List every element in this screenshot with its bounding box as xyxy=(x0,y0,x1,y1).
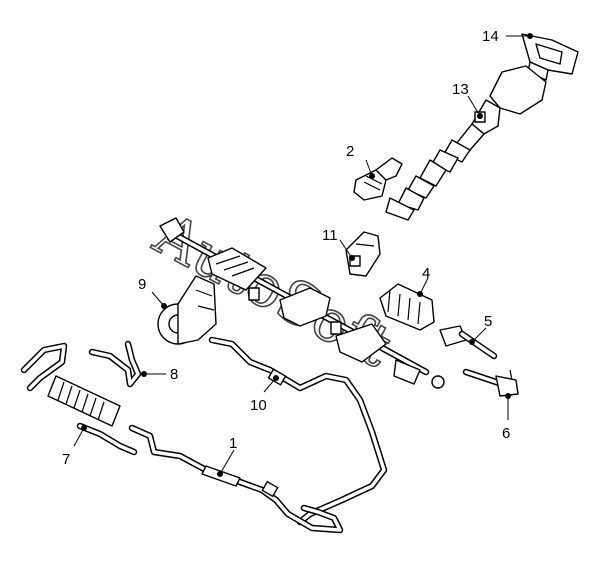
callout-5-label: 5 xyxy=(484,313,492,330)
callout-10: 10 xyxy=(250,375,279,414)
callout-5: 5 xyxy=(469,313,492,345)
part-7-fluid-cooler xyxy=(20,342,138,456)
callout-14: 14 xyxy=(482,28,533,45)
part-11-valve-housing xyxy=(345,231,381,277)
callout-6: 6 xyxy=(502,393,511,442)
callout-11: 11 xyxy=(322,227,355,261)
callout-10-label: 10 xyxy=(250,397,267,414)
callout-2: 2 xyxy=(346,143,375,179)
callout-4-label: 4 xyxy=(422,265,430,282)
callout-9-label: 9 xyxy=(138,276,146,293)
part-9-power-steering-pump xyxy=(157,275,217,345)
callout-9: 9 xyxy=(138,276,167,309)
part-5-inner-tie-rod xyxy=(439,325,498,360)
callout-13-label: 13 xyxy=(452,81,469,98)
callout-1-label: 1 xyxy=(229,435,237,452)
callout-1: 1 xyxy=(217,435,237,477)
callout-8: 8 xyxy=(141,366,178,383)
callout-7: 7 xyxy=(62,425,87,468)
callout-2-label: 2 xyxy=(346,143,354,160)
callout-7-label: 7 xyxy=(62,451,70,468)
callout-4: 4 xyxy=(417,265,430,297)
callout-6-label: 6 xyxy=(502,425,510,442)
part-6-tie-rod-end xyxy=(462,368,519,397)
part-13-steering-column xyxy=(385,65,547,221)
part-10-pressure-hose xyxy=(208,336,388,526)
callout-8-label: 8 xyxy=(170,366,178,383)
part-8-return-hose xyxy=(88,340,142,388)
part-12-coupling xyxy=(353,157,403,201)
callout-14-label: 14 xyxy=(482,28,499,45)
part-3-steering-rack xyxy=(159,217,445,389)
part-14-column-bracket xyxy=(521,33,579,81)
callout-13: 13 xyxy=(452,81,483,119)
callout-11-label: 11 xyxy=(322,227,338,244)
